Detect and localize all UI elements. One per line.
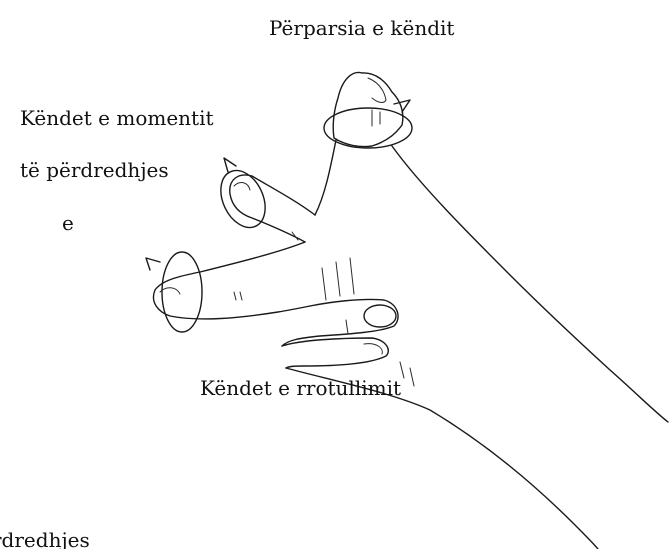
palm-crease-1 — [322, 268, 326, 300]
thumb-detail — [372, 110, 380, 126]
palm-crease-2 — [336, 262, 340, 296]
ring-finger-nail — [364, 305, 396, 327]
torque-angle-label-line1: Këndet e momentit — [20, 108, 214, 128]
index-ring-arrow — [224, 158, 236, 172]
torque-angle-label-line3: e — [62, 213, 74, 233]
palm-crease-3 — [350, 258, 354, 294]
middle-ring-arrow — [146, 258, 160, 270]
middle-knuckle-mark — [234, 292, 242, 300]
precession-angle-label: Përparsia e këndit — [269, 18, 454, 38]
middle-rotation-ring — [162, 252, 202, 332]
torque-angle-label-line2: të përdredhjes — [20, 160, 169, 180]
index-finger-nail — [234, 183, 250, 190]
little-finger-outline — [282, 338, 388, 368]
index-finger-outline — [230, 175, 315, 242]
palm-crease-4 — [346, 320, 348, 334]
rotation-angle-label: Këndet e rrotullimit — [200, 378, 401, 398]
thumb-outline — [333, 72, 403, 146]
thumb-rotation-ring — [324, 108, 412, 148]
thumb-base-left — [315, 140, 336, 215]
middle-finger-nail — [160, 288, 180, 294]
little-finger-nail — [364, 344, 382, 354]
wrist-crease — [400, 362, 414, 386]
bottom-text-fragment: rdredhjes — [0, 530, 90, 549]
hand-back-outline — [392, 146, 668, 422]
index-rotation-ring — [212, 163, 274, 234]
